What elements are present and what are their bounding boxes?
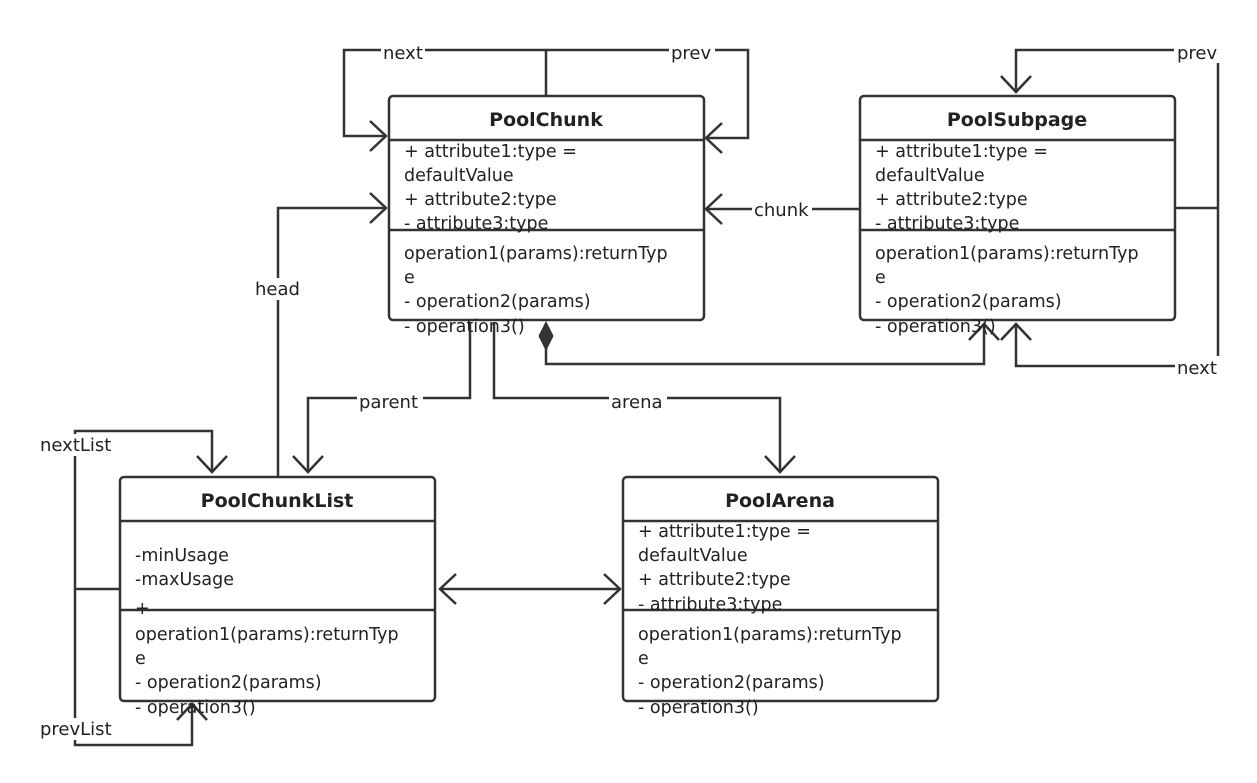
class-box [621, 475, 940, 703]
attribute-line: + attribute2:type [638, 570, 791, 590]
operation-line: - operation3() [404, 317, 525, 337]
operation-line: - operation3() [875, 317, 996, 337]
edge-chunk-next [342, 48, 548, 138]
arrowhead-list-next [196, 455, 228, 474]
class-pool-arena[interactable]: PoolArena + attribute1:type = defaultVal… [621, 475, 940, 718]
arrowhead-chunk-parent [292, 455, 324, 474]
edges [73, 48, 1220, 747]
operation-line: operation1(params):returnTyp [875, 244, 1139, 264]
edge-subpage-next [1014, 208, 1220, 368]
attribute-line: - attribute3:type [404, 214, 548, 234]
arrowhead-list-head [369, 192, 388, 224]
attribute-line: defaultValue [638, 546, 748, 566]
operation-line: e [404, 268, 415, 288]
class-box [858, 94, 1177, 322]
arrowhead-chunk-next [369, 120, 388, 152]
class-pool-chunk[interactable]: PoolChunk + attribute1:type = defaultVal… [387, 94, 706, 337]
edge-subpage-prev [1014, 48, 1220, 208]
attribute-line: + attribute1:type = [638, 522, 811, 542]
edge-label-subpage-prev: prev [1177, 43, 1218, 64]
arrowhead-subpage-chunk [704, 193, 723, 225]
attribute-line: defaultValue [404, 166, 514, 186]
class-name: PoolChunkList [201, 490, 354, 512]
composition-diamond [538, 320, 554, 352]
edge-labels: next prev prev next chunk head parent ar… [38, 41, 1221, 740]
operation-line: operation1(params):returnTyp [638, 625, 902, 645]
operation-line: e [135, 649, 146, 669]
operation-line: operation1(params):returnTyp [135, 625, 399, 645]
class-name: PoolSubpage [947, 109, 1087, 131]
attribute-line: - attribute3:type [875, 214, 1019, 234]
operation-line: - operation2(params) [404, 292, 591, 312]
edge-label-list-head: head [255, 279, 300, 300]
class-box [387, 94, 706, 322]
class-name: PoolArena [725, 490, 835, 512]
class-name: PoolChunk [489, 109, 603, 131]
edge-list-next [73, 429, 214, 591]
edge-label-list-prev: prevList [40, 719, 112, 740]
operation-line: - operation2(params) [135, 673, 322, 693]
attribute-line: + [135, 599, 150, 619]
edge-label-subpage-chunk: chunk [754, 200, 809, 221]
attribute-line: defaultValue [875, 166, 985, 186]
arrowhead-chunk-arena [764, 455, 796, 474]
operation-line: - operation2(params) [638, 673, 825, 693]
arrowhead-chunk-prev [704, 122, 723, 154]
arrowhead-list-arena-right [603, 573, 622, 605]
arrowhead-composition-subpages [968, 322, 1000, 341]
edge-composition-subpages [544, 324, 986, 366]
attribute-line: + attribute2:type [404, 190, 557, 210]
edge-label-chunk-next: next [383, 43, 423, 64]
operation-line: operation1(params):returnTyp [404, 244, 668, 264]
operation-line: e [875, 268, 886, 288]
edge-list-prev [73, 589, 194, 747]
edge-label-list-next: nextList [40, 435, 111, 456]
class-pool-chunk-list[interactable]: PoolChunkList -minUsage -maxUsage + oper… [118, 475, 437, 718]
attribute-line: + attribute1:type = [404, 142, 577, 162]
arrowhead-subpage-next [1000, 322, 1032, 341]
edge-chunk-prev [546, 48, 750, 140]
class-pool-subpage[interactable]: PoolSubpage + attribute1:type = defaultV… [858, 94, 1177, 337]
arrowhead-subpage-prev [1000, 75, 1032, 94]
arrowhead-list-prev [176, 702, 208, 721]
edge-label-subpage-next: next [1177, 358, 1217, 379]
attribute-line: + attribute1:type = [875, 142, 1048, 162]
attribute-line: -maxUsage [135, 570, 234, 590]
attribute-line: -minUsage [135, 546, 229, 566]
operation-line: - operation3() [135, 698, 256, 718]
edge-label-chunk-arena: arena [611, 392, 663, 413]
attribute-line: - attribute3:type [638, 595, 782, 615]
operation-line: - operation2(params) [875, 292, 1062, 312]
class-box [118, 475, 437, 703]
edge-label-chunk-prev: prev [671, 43, 712, 64]
attribute-line: + attribute2:type [875, 190, 1028, 210]
edge-label-chunk-parent: parent [359, 392, 418, 413]
operation-line: e [638, 649, 649, 669]
edge-list-head [276, 206, 386, 476]
operation-line: - operation3() [638, 698, 759, 718]
arrowhead-list-arena-left [438, 573, 457, 605]
